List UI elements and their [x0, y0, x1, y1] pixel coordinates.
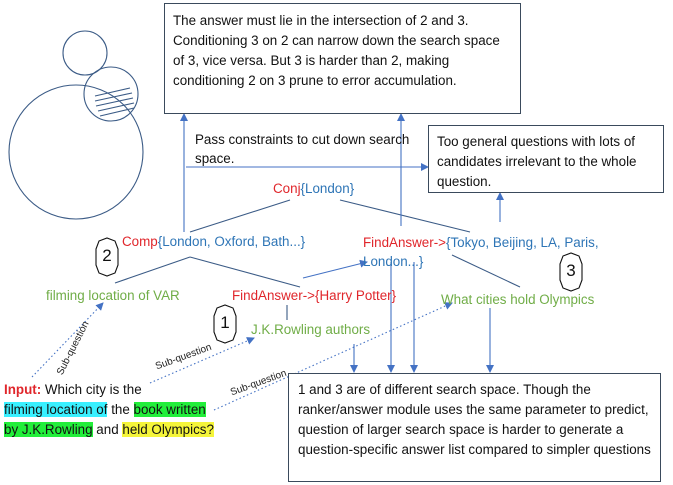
- dotted-arrow-rowling: [149, 337, 255, 384]
- input-part3: and: [92, 422, 123, 437]
- findanswer-mid-node: FindAnswer->{Harry Potter}: [232, 287, 396, 304]
- arrow-harrypotter-findanswer: [302, 259, 368, 279]
- input-line-3: by J.K.Rowling and held Olympics?: [4, 420, 254, 440]
- input-part2: the: [107, 402, 134, 417]
- dotted-arrow-olympics: [213, 302, 453, 411]
- subquestion-filming: filming location of VAR: [46, 288, 180, 303]
- conj-node: Conj{London}: [273, 180, 354, 197]
- line-conj-comp: [189, 199, 291, 233]
- input-line-1: Input: Which city is the: [4, 380, 254, 400]
- intersection-explanation-text: The answer must lie in the intersection …: [173, 13, 500, 88]
- input-line-2: filming location of the book written: [4, 400, 254, 420]
- pass-constraints-label: Pass constraints to cut down search spac…: [195, 132, 410, 166]
- arrows: [180, 113, 504, 373]
- conj-value: {London}: [300, 181, 355, 196]
- line-comp-filming: [114, 256, 191, 284]
- search-space-box: 1 and 3 are of different search space. T…: [288, 373, 661, 482]
- search-space-text: 1 and 3 are of different search space. T…: [298, 382, 651, 457]
- comp-operator: Comp: [122, 234, 158, 249]
- line-comp-findanswer: [189, 256, 301, 288]
- findanswer-right-node: FindAnswer->{Tokyo, Beijing, LA, Paris,: [363, 233, 599, 253]
- octagon-3: [559, 252, 583, 292]
- input-highlight-book: book written: [133, 402, 206, 417]
- venn-diagram: [8, 30, 144, 220]
- venn-circle-large: [8, 84, 144, 220]
- findanswer-mid-operator: FindAnswer->: [232, 288, 315, 303]
- general-questions-text: Too general questions with lots of candi…: [437, 134, 637, 189]
- line-findanswer-olympics: [451, 254, 521, 288]
- input-part1: Which city is the: [41, 382, 142, 397]
- subquestion-olympics: What cities hold Olympics: [441, 292, 595, 307]
- findanswer-right-operator: FindAnswer->: [363, 235, 446, 250]
- line-conj-findanswer: [339, 199, 471, 233]
- subquestion-arrows: [31, 302, 453, 411]
- number-2: 2: [102, 246, 112, 265]
- octagon-2: [95, 237, 119, 277]
- venn-intersection-hatch: [94, 87, 135, 117]
- input-highlight-olympics: held Olympics?: [122, 422, 214, 437]
- venn-circle-medium: [83, 66, 139, 122]
- dotted-arrow-filming: [31, 302, 104, 378]
- comp-value: {London, Oxford, Bath...}: [157, 234, 306, 249]
- input-label: Input:: [4, 382, 42, 397]
- tree-lines: [114, 199, 521, 320]
- input-highlight-by: by J.K.Rowling: [4, 422, 93, 437]
- number-3: 3: [566, 261, 576, 280]
- conj-operator: Conj: [273, 181, 301, 196]
- intersection-explanation-box: The answer must lie in the intersection …: [164, 3, 521, 114]
- venn-circle-small: [62, 30, 108, 76]
- findanswer-mid-value: {Harry Potter}: [314, 288, 397, 303]
- input-question: Input: Which city is the filming locatio…: [4, 380, 254, 440]
- octagon-1: [213, 304, 237, 344]
- number-1: 1: [220, 313, 230, 332]
- subquestion-rowling: J.K.Rowling authors: [251, 322, 371, 337]
- general-questions-box: Too general questions with lots of candi…: [428, 125, 664, 193]
- input-highlight-filming: filming location of: [4, 402, 108, 417]
- findanswer-right-value-line2: London...}: [363, 254, 424, 269]
- comp-node: Comp{London, Oxford, Bath...}: [122, 233, 305, 250]
- findanswer-right-value-line1: {Tokyo, Beijing, LA, Paris,: [445, 235, 599, 250]
